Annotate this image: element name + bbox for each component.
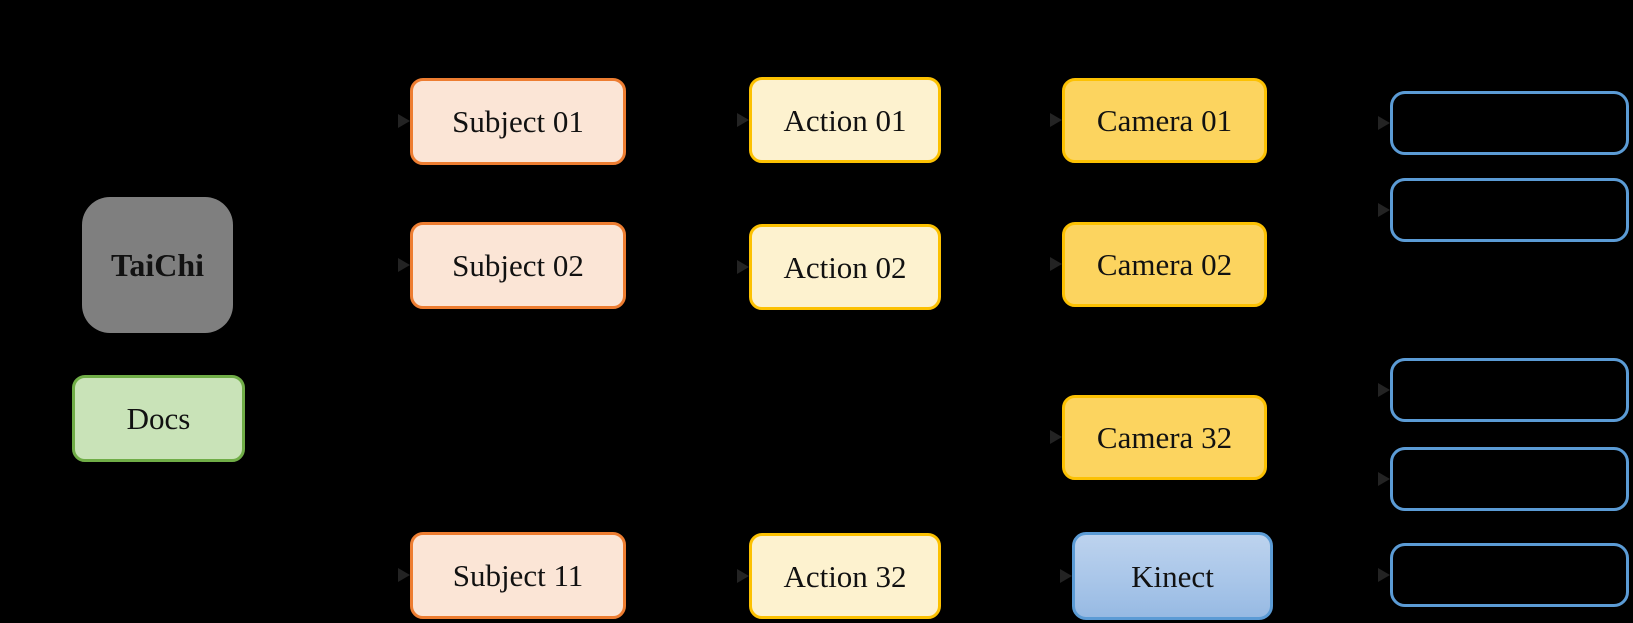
node-camera-01: Camera 01 <box>1062 78 1267 163</box>
arrowhead-icon <box>737 113 749 127</box>
arrowhead-icon <box>1050 430 1062 444</box>
file-box-5 <box>1390 543 1629 607</box>
arrowhead-icon <box>737 260 749 274</box>
node-kinect: Kinect <box>1072 532 1273 620</box>
arrowhead-icon <box>1378 472 1390 486</box>
arrowhead-icon <box>398 114 410 128</box>
arrowhead-icon <box>1378 568 1390 582</box>
node-subject-11: Subject 11 <box>410 532 626 619</box>
arrowhead-icon <box>1378 383 1390 397</box>
arrowhead-icon <box>1060 569 1072 583</box>
arrowhead-icon <box>1378 203 1390 217</box>
node-subject-01: Subject 01 <box>410 78 626 165</box>
node-docs: Docs <box>72 375 245 462</box>
node-camera-02: Camera 02 <box>1062 222 1267 307</box>
file-box-3 <box>1390 358 1629 422</box>
arrowhead-icon <box>1050 257 1062 271</box>
arrowhead-icon <box>398 258 410 272</box>
node-action-02: Action 02 <box>749 224 941 310</box>
file-box-2 <box>1390 178 1629 242</box>
node-camera-32: Camera 32 <box>1062 395 1267 480</box>
arrowhead-icon <box>1378 116 1390 130</box>
arrowhead-icon <box>737 569 749 583</box>
arrowhead-icon <box>398 568 410 582</box>
node-action-32: Action 32 <box>749 533 941 619</box>
node-taichi: TaiChi <box>82 197 233 333</box>
file-box-4 <box>1390 447 1629 511</box>
node-action-01: Action 01 <box>749 77 941 163</box>
node-subject-02: Subject 02 <box>410 222 626 309</box>
arrowhead-icon <box>1050 113 1062 127</box>
file-box-1 <box>1390 91 1629 155</box>
